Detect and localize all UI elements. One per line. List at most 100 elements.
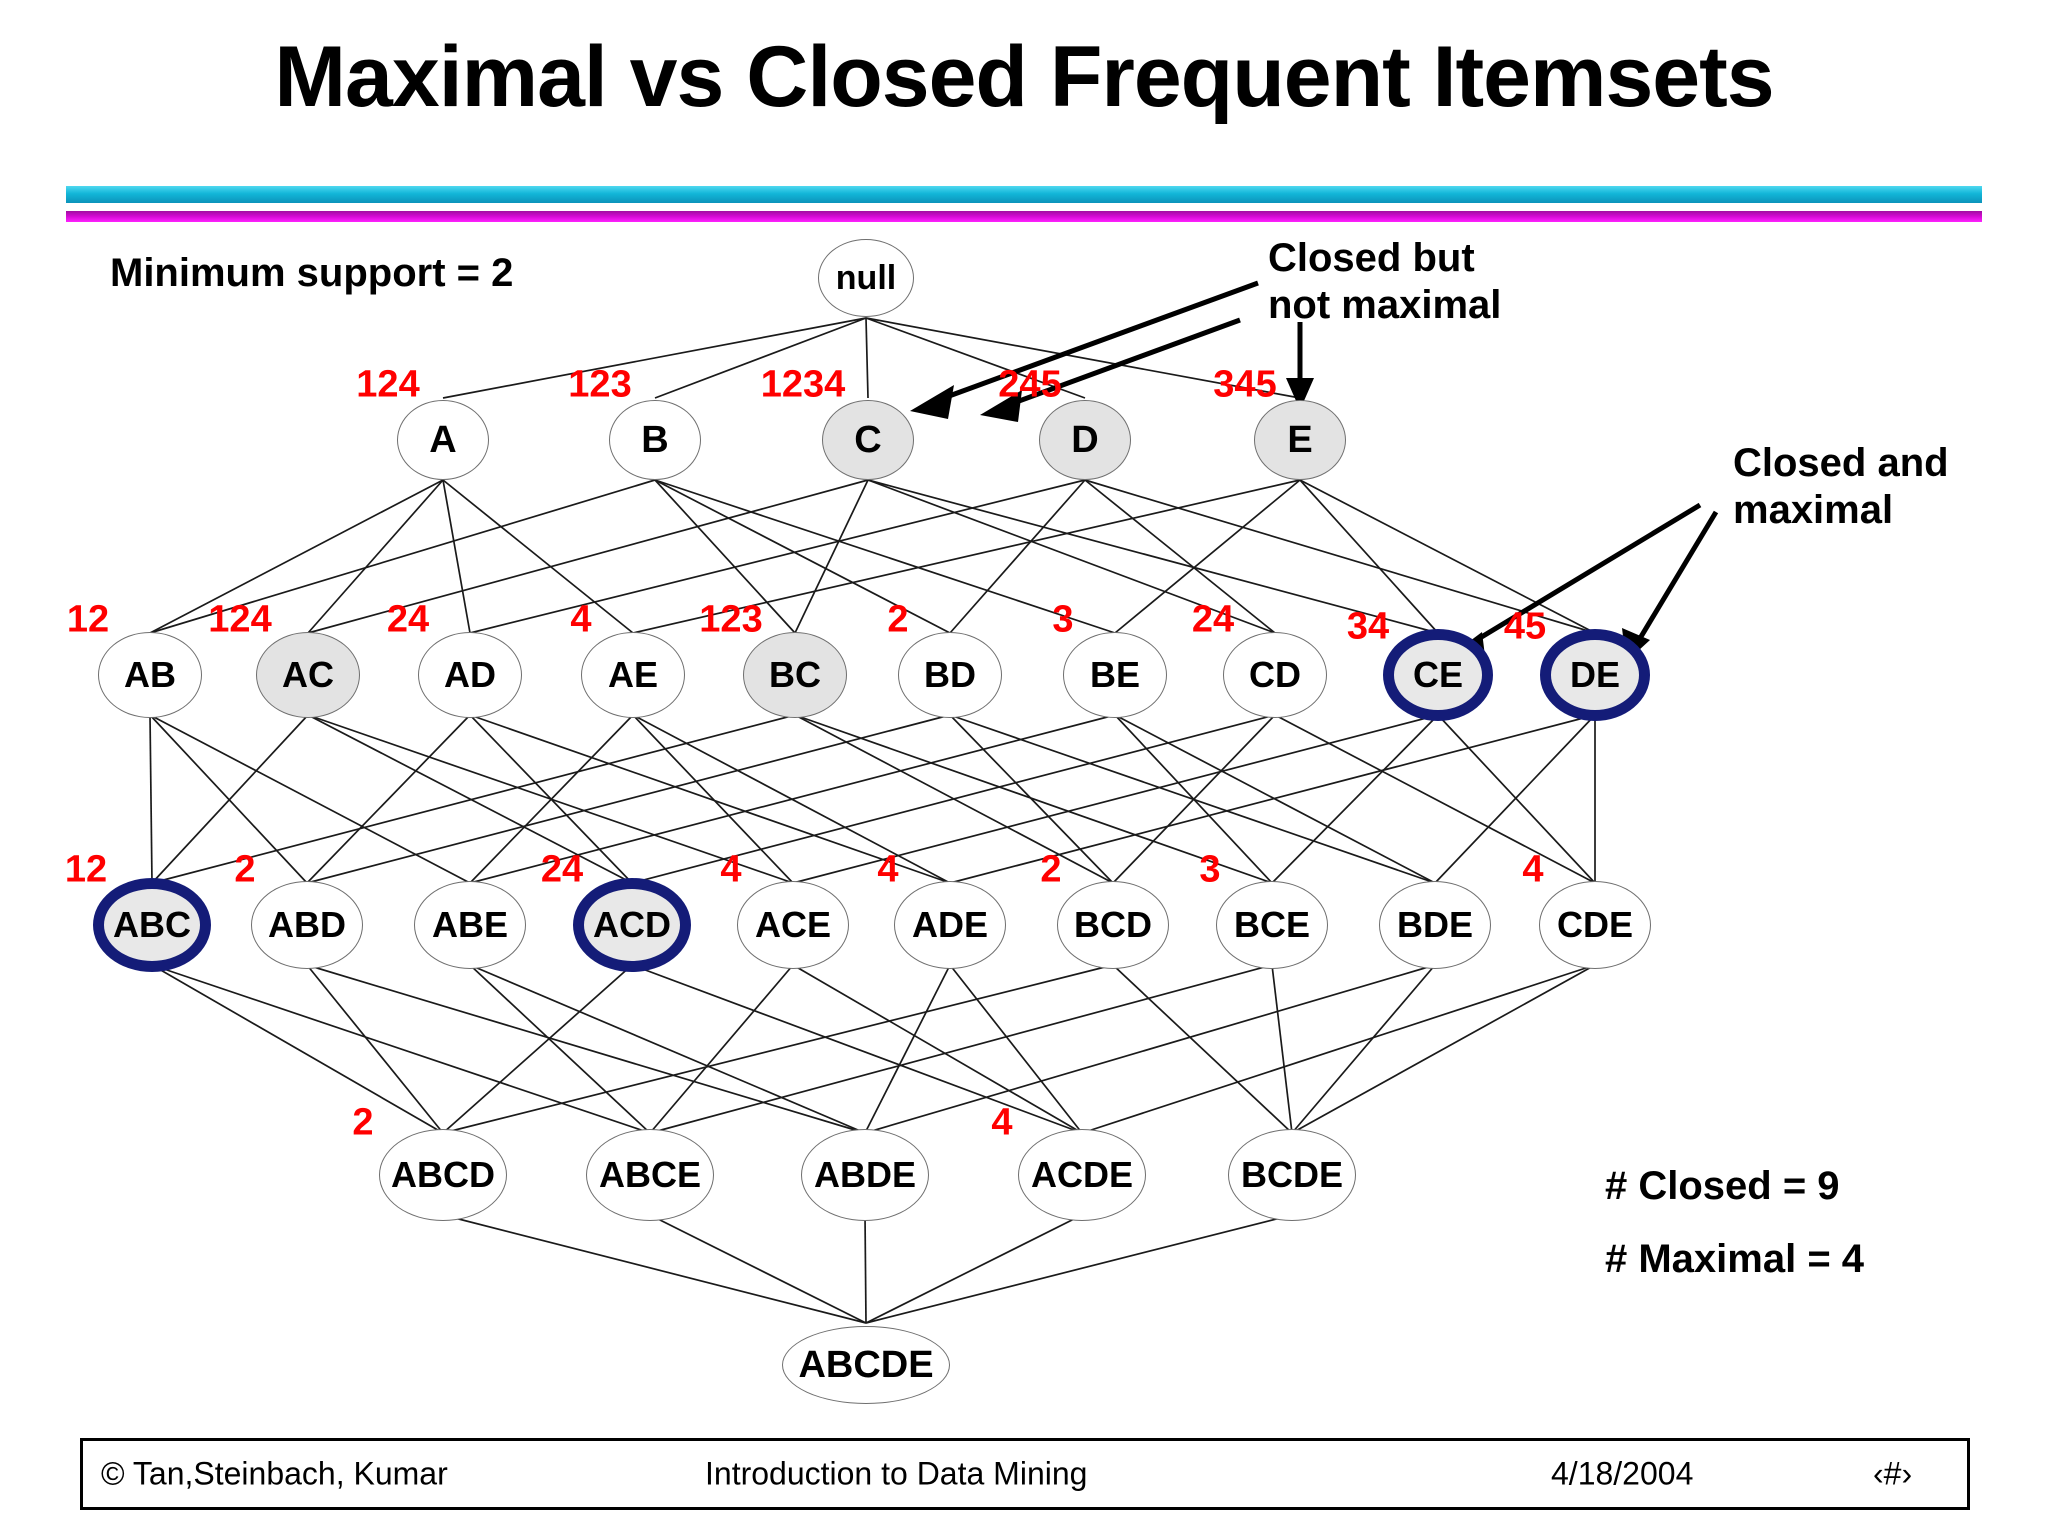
lattice-node-a[interactable]: A <box>397 400 489 480</box>
lattice-edge-e-de <box>1299 479 1596 634</box>
support-count-abd: 2 <box>234 848 256 891</box>
support-count-ade: 4 <box>877 848 899 891</box>
lattice-node-bc[interactable]: BC <box>743 632 847 718</box>
support-count-ae: 4 <box>570 598 592 641</box>
lattice-edge-d-ad <box>469 479 1086 634</box>
lattice-node-ae[interactable]: AE <box>581 632 685 718</box>
lattice-node-abe[interactable]: ABE <box>414 881 526 969</box>
support-count-bc: 123 <box>699 598 763 641</box>
lattice-edge-null-c <box>865 317 869 399</box>
lattice-edge-be-bde <box>1114 714 1436 884</box>
lattice-node-be[interactable]: BE <box>1063 632 1167 718</box>
lattice-node-abcd[interactable]: ABCD <box>379 1129 507 1221</box>
lattice-node-e[interactable]: E <box>1254 400 1346 480</box>
support-count-ace: 4 <box>720 848 742 891</box>
lattice-node-abce[interactable]: ABCE <box>586 1129 714 1221</box>
support-count-ad: 24 <box>386 598 430 641</box>
lattice-node-abcde[interactable]: ABCDE <box>782 1326 950 1404</box>
lattice-node-bd[interactable]: BD <box>898 632 1002 718</box>
annotation-closed-but-not-maximal: Closed but not maximal <box>1268 236 1502 328</box>
lattice-edge-abc-abce <box>151 964 651 1134</box>
lattice-edge-a-ae <box>442 479 634 634</box>
lattice-node-abde[interactable]: ABDE <box>801 1129 929 1221</box>
footer-book-title: Introduction to Data Mining <box>705 1455 1088 1492</box>
lattice-node-cde[interactable]: CDE <box>1539 881 1651 969</box>
lattice-edge-cd-cde <box>1274 714 1596 884</box>
maximal-count-label: # Maximal = 4 <box>1605 1237 1865 1281</box>
lattice-node-bcd[interactable]: BCD <box>1057 881 1169 969</box>
support-count-ce: 34 <box>1346 605 1390 648</box>
lattice-node-bde[interactable]: BDE <box>1379 881 1491 969</box>
support-count-a: 124 <box>356 363 420 406</box>
lattice-edge-ade-abde <box>864 964 951 1134</box>
arrow-to-node-de <box>1633 510 1719 647</box>
lattice-node-ce[interactable]: CE <box>1383 629 1493 721</box>
annotation-closed-and-maximal: Closed and maximal <box>1733 441 1949 533</box>
lattice-edge-bde-bcde <box>1291 964 1436 1134</box>
footer-date: 4/18/2004 <box>1551 1455 1694 1492</box>
lattice-edge-bd-bde <box>949 714 1436 884</box>
lattice-edge-bce-abce <box>649 964 1273 1134</box>
lattice-edge-abcd-abcde <box>442 1214 867 1324</box>
lattice-edge-d-cd <box>1084 479 1276 634</box>
lattice-edge-be-bce <box>1114 714 1273 884</box>
lattice-edge-ac-acd <box>307 714 633 884</box>
magenta-divider-rule <box>66 211 1982 222</box>
lattice-edge-ce-bce <box>1271 714 1439 884</box>
lattice-edge-bcd-bcde <box>1112 964 1293 1134</box>
lattice-edge-bce-bcde <box>1271 964 1293 1134</box>
support-count-bcd: 2 <box>1040 848 1062 891</box>
lattice-node-b[interactable]: B <box>609 400 701 480</box>
lattice-node-acd[interactable]: ACD <box>573 878 691 972</box>
lattice-edge-cd-bcd <box>1112 714 1276 884</box>
support-count-b: 123 <box>568 363 632 406</box>
support-count-bce: 3 <box>1199 848 1221 891</box>
cyan-divider-rule <box>66 186 1982 203</box>
lattice-edge-abde-abcde <box>864 1214 867 1324</box>
lattice-edge-abd-abde <box>306 964 866 1134</box>
lattice-node-cd[interactable]: CD <box>1223 632 1327 718</box>
lattice-node-de[interactable]: DE <box>1540 629 1650 721</box>
lattice-node-bcde[interactable]: BCDE <box>1228 1129 1356 1221</box>
lattice-node-ad[interactable]: AD <box>418 632 522 718</box>
lattice-edge-acd-abcd <box>442 964 633 1134</box>
support-count-d: 245 <box>998 363 1062 406</box>
support-count-cd: 24 <box>1191 598 1235 641</box>
lattice-edge-bcde-abcde <box>865 1214 1293 1324</box>
minimum-support-label: Minimum support = 2 <box>110 251 514 295</box>
lattice-node-abc[interactable]: ABC <box>93 878 211 972</box>
support-count-acde: 4 <box>991 1101 1013 1144</box>
lattice-node-ac[interactable]: AC <box>256 632 360 718</box>
support-count-cde: 4 <box>1522 848 1544 891</box>
lattice-edge-ce-cde <box>1437 714 1596 884</box>
lattice-node-null[interactable]: null <box>818 239 914 317</box>
lattice-edge-ade-acde <box>949 964 1083 1134</box>
lattice-edge-ab-abe <box>149 714 471 884</box>
lattice-edge-cde-acde <box>1081 964 1596 1134</box>
support-count-abc: 12 <box>64 848 108 891</box>
lattice-edge-ad-abd <box>306 714 471 884</box>
support-count-c: 1234 <box>760 363 846 406</box>
lattice-node-ace[interactable]: ACE <box>737 881 849 969</box>
lattice-node-acde[interactable]: ACDE <box>1018 1129 1146 1221</box>
lattice-edge-bd-abd <box>306 714 951 884</box>
lattice-edge-a-ad <box>442 479 471 634</box>
lattice-node-d[interactable]: D <box>1039 400 1131 480</box>
lattice-edge-ae-ade <box>632 714 951 884</box>
lattice-edge-bc-bcd <box>794 714 1114 884</box>
lattice-node-bce[interactable]: BCE <box>1216 881 1328 969</box>
lattice-edge-abc-abcd <box>151 964 444 1134</box>
lattice-edge-ab-abc <box>149 714 153 884</box>
lattice-node-ab[interactable]: AB <box>98 632 202 718</box>
lattice-node-abd[interactable]: ABD <box>251 881 363 969</box>
footer-copyright: © Tan,Steinbach, Kumar <box>101 1455 448 1492</box>
lattice-edge-ac-abc <box>151 714 309 884</box>
support-count-acd: 24 <box>540 848 584 891</box>
lattice-node-c[interactable]: C <box>822 400 914 480</box>
arrow-to-node-c <box>929 280 1259 406</box>
lattice-edge-acd-acde <box>631 964 1083 1134</box>
lattice-node-ade[interactable]: ADE <box>894 881 1006 969</box>
lattice-edge-ace-acde <box>792 964 1083 1134</box>
